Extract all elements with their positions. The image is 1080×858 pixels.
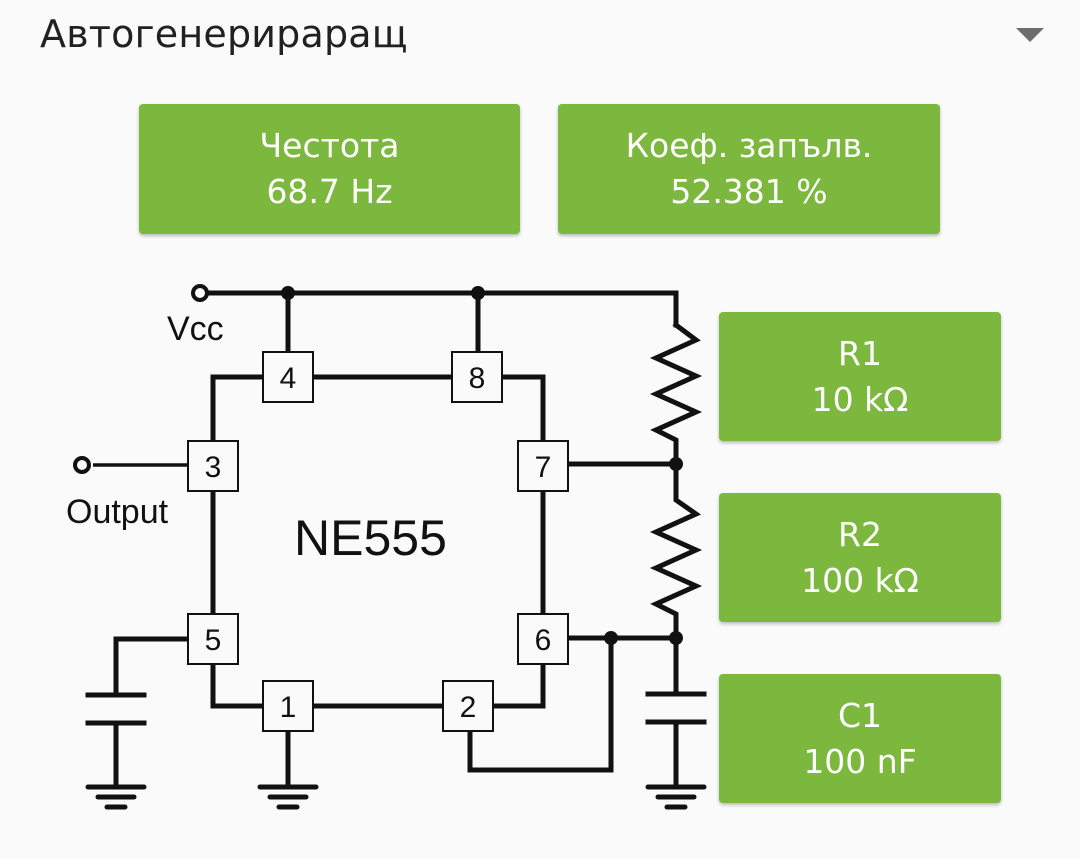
pin-3-box [187,440,239,492]
pin-4-label: 4 [280,362,297,395]
junction-dot-icon [281,286,295,300]
triangle-down-icon [1016,28,1044,42]
pin-7-label: 7 [535,451,552,484]
pin-6-box [517,613,569,665]
r1-value: 10 kΩ [811,379,909,419]
frequency-button[interactable]: Честота 68.7 Hz [139,104,520,234]
output-label: Output [66,493,169,531]
c1-value: 100 nF [803,741,917,781]
chip-label: NE555 [294,510,447,566]
junction-dot-icon [471,286,485,300]
pin-4-box [262,351,314,403]
duty-cycle-button[interactable]: Коеф. запълв. 52.381 % [558,104,940,234]
pin-6-label: 6 [535,624,552,657]
output-terminal-icon [73,456,91,474]
frequency-label: Честота [259,126,400,165]
resistor-r2 [649,461,703,641]
pin-1-box [262,680,314,732]
duty-cycle-label: Коеф. запълв. [625,126,873,165]
c1-button[interactable]: C1 100 nF [719,674,1001,803]
pin-8-label: 8 [469,362,486,395]
pin-8-box [451,351,503,403]
c1-label: C1 [837,695,883,735]
pin-labels: 4 8 3 7 5 6 1 2 [205,362,552,724]
resistor-r1 [649,321,703,467]
ground-symbols [85,784,707,810]
pin-boxes [187,351,569,732]
r1-button[interactable]: R1 10 kΩ [719,312,1001,441]
junction-dot-icon [669,631,683,645]
pin-2-label: 2 [460,691,477,724]
pin-3-label: 3 [205,451,222,484]
junction-dots [281,286,683,645]
vcc-label: Vcc [167,310,224,348]
r1-label: R1 [838,333,882,373]
ground-icon [85,784,147,810]
ground-icon [645,784,707,810]
junction-dot-icon [604,631,618,645]
r2-label: R2 [838,514,882,554]
ground-icon [257,784,319,810]
pin-5-box [187,613,239,665]
screen-title: Автогенерираращ [40,12,408,56]
pin-2-box [442,680,494,732]
pin-5-label: 5 [205,624,222,657]
duty-cycle-value: 52.381 % [670,172,828,211]
pin-1-label: 1 [280,691,297,724]
pin-7-box [517,440,569,492]
dropdown-button[interactable] [1008,22,1052,52]
r2-button[interactable]: R2 100 kΩ [719,493,1001,622]
frequency-value: 68.7 Hz [266,172,393,211]
junction-dot-icon [669,457,683,471]
r2-value: 100 kΩ [801,560,919,600]
vcc-terminal-icon [191,284,209,302]
